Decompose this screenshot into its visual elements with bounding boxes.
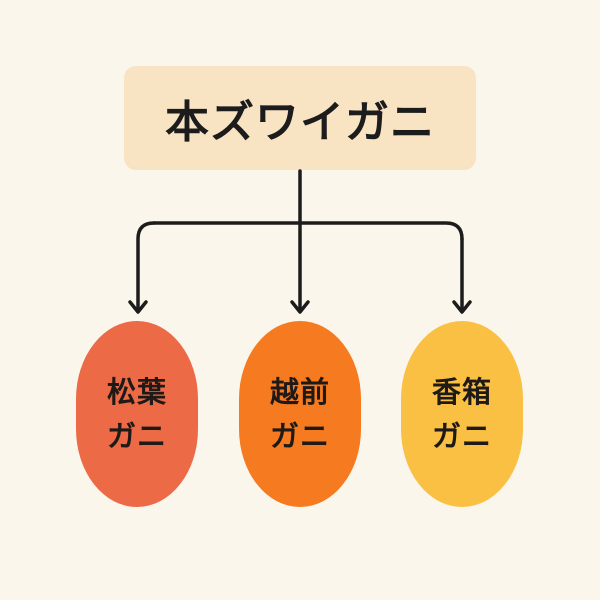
arrowhead-center — [290, 300, 310, 314]
arrowhead-left — [128, 300, 148, 314]
arrowhead-right — [452, 300, 472, 314]
child-node-kobako: 香箱 ガニ — [401, 321, 523, 507]
child-label-line1: 香箱 — [431, 375, 492, 409]
root-label: 本ズワイガニ — [165, 97, 435, 148]
child-label-line1: 松葉 — [106, 375, 167, 409]
root-node: 本ズワイガニ — [124, 66, 476, 170]
child-node-echizen: 越前 ガニ — [239, 321, 361, 507]
child-node-matsuba: 松葉 ガニ — [76, 321, 198, 507]
child-label-line2: ガニ — [106, 419, 167, 453]
child-label-line1: 越前 — [269, 375, 330, 409]
branch-bar — [152, 221, 464, 241]
branch-left — [136, 221, 156, 312]
child-label-line2: ガニ — [269, 419, 330, 453]
child-label-line2: ガニ — [431, 419, 492, 453]
